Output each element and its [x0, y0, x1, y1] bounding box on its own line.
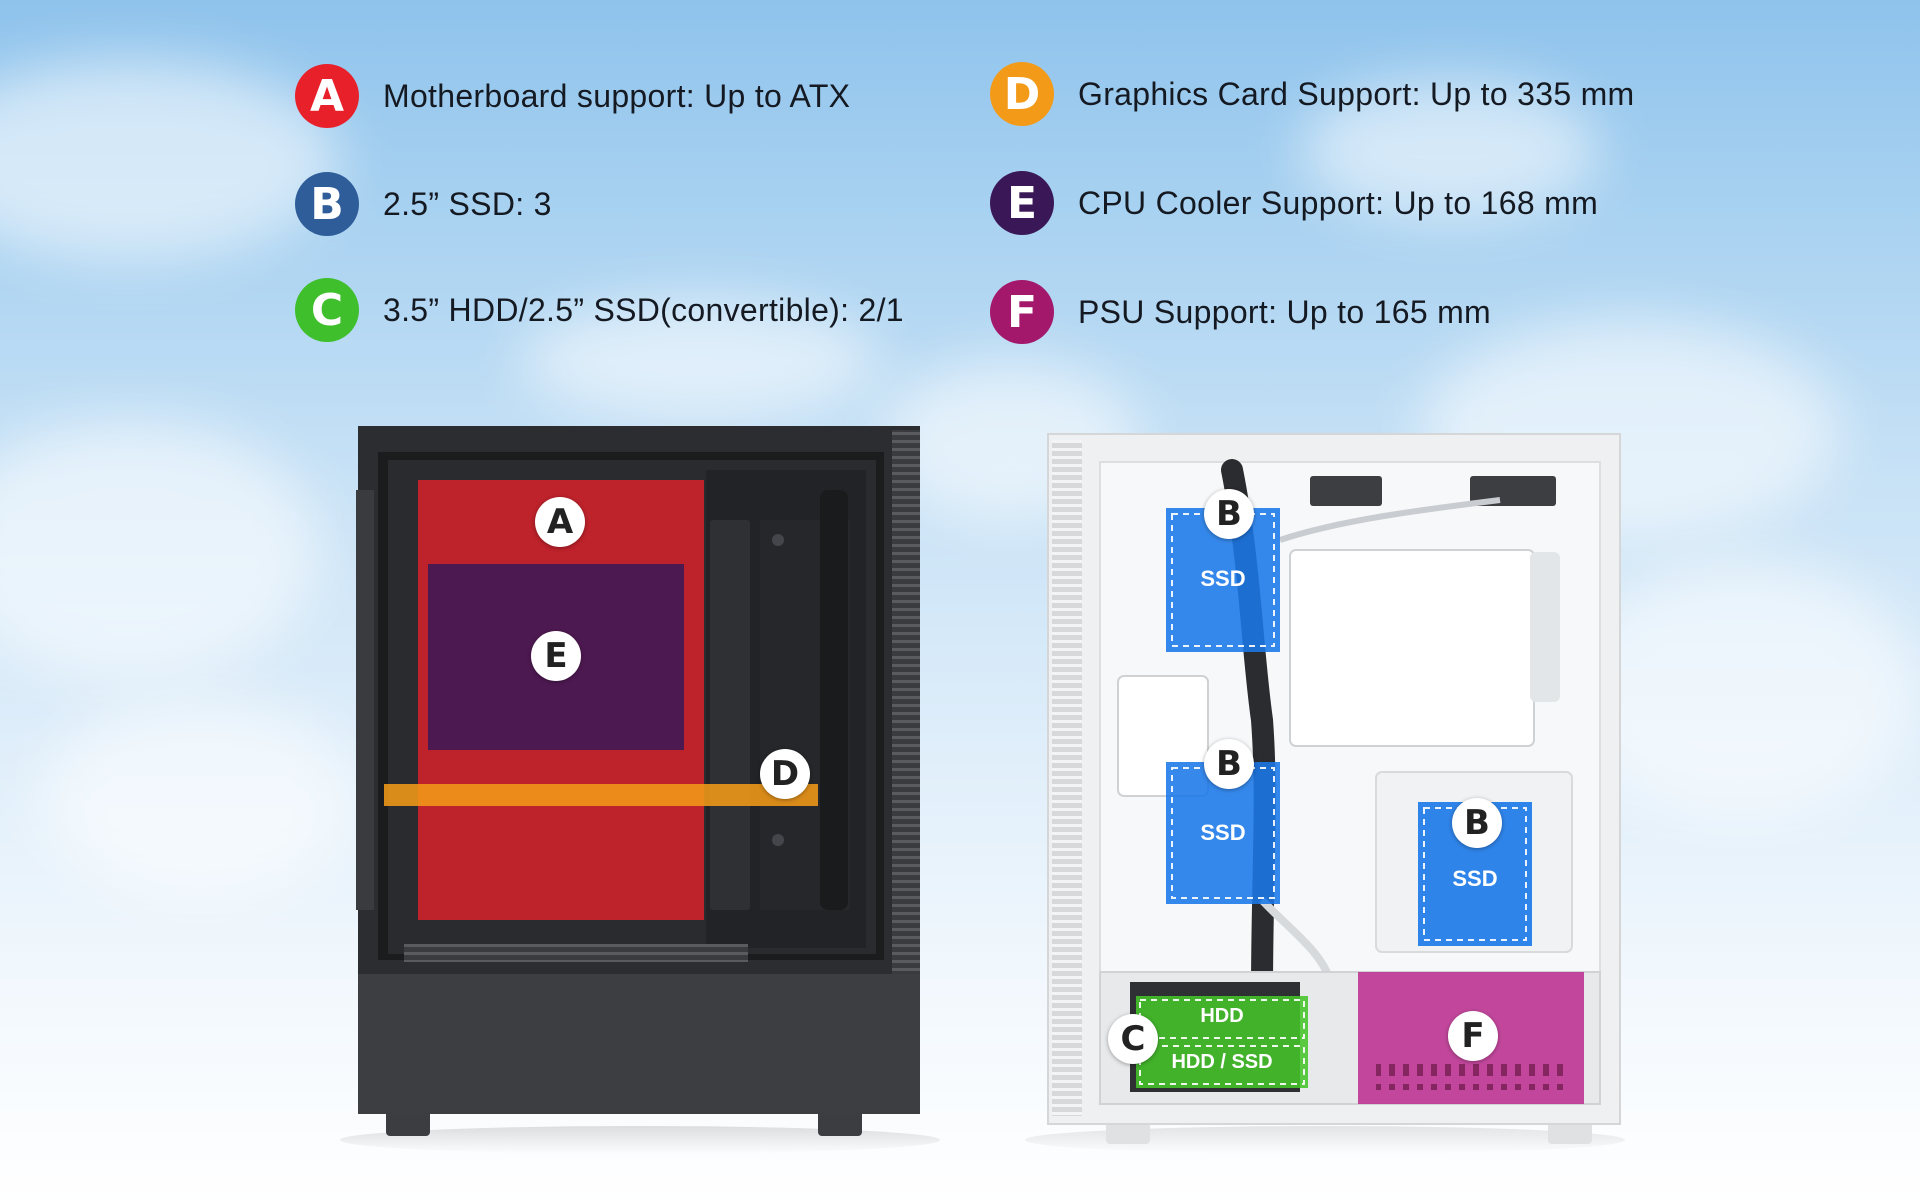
spec-badge-f: F [990, 280, 1054, 344]
label-hdd: HDD [1200, 1005, 1244, 1027]
spec-badge-d: D [990, 62, 1054, 126]
marker-b-top: B [1204, 489, 1254, 539]
spec-badge-b: B [295, 172, 359, 236]
label-hdd-ssd: HDD / SSD [1171, 1051, 1273, 1073]
spec-legend: A Motherboard support: Up to ATX B 2.5” … [0, 0, 1920, 380]
label-ssd-top: SSD [1200, 566, 1246, 591]
spec-badge-e: E [990, 171, 1054, 235]
spec-badge-c: C [295, 278, 359, 342]
marker-f: F [1448, 1011, 1498, 1061]
spec-text-c: 3.5” HDD/2.5” SSD(convertible): 2/1 [383, 291, 904, 328]
label-ssd-middle: SSD [1200, 820, 1246, 845]
marker-b-middle: B [1204, 739, 1254, 789]
marker-e: E [531, 631, 581, 681]
marker-a: A [535, 497, 585, 547]
marker-c: C [1108, 1014, 1158, 1064]
spec-text-f: PSU Support: Up to 165 mm [1078, 293, 1492, 330]
spec-item-c: C 3.5” HDD/2.5” SSD(convertible): 2/1 [295, 277, 904, 343]
spec-text-b: 2.5” SSD: 3 [383, 185, 552, 222]
spec-text-a: Motherboard support: Up to ATX [383, 77, 851, 114]
spec-item-e: E CPU Cooler Support: Up to 168 mm [990, 170, 1598, 236]
zone-graphics-card-d [384, 784, 818, 806]
marker-d: D [760, 749, 810, 799]
zone-hdd-c [1136, 996, 1308, 1088]
marker-b-right: B [1452, 798, 1502, 848]
spec-text-d: Graphics Card Support: Up to 335 mm [1078, 75, 1635, 112]
label-ssd-right: SSD [1452, 866, 1498, 891]
spec-text-e: CPU Cooler Support: Up to 168 mm [1078, 184, 1599, 221]
spec-item-d: D Graphics Card Support: Up to 335 mm [990, 61, 1635, 127]
spec-badge-a: A [295, 64, 359, 128]
spec-item-f: F PSU Support: Up to 165 mm [990, 279, 1491, 345]
spec-item-a: A Motherboard support: Up to ATX [295, 63, 850, 129]
spec-item-b: B 2.5” SSD: 3 [295, 171, 552, 237]
